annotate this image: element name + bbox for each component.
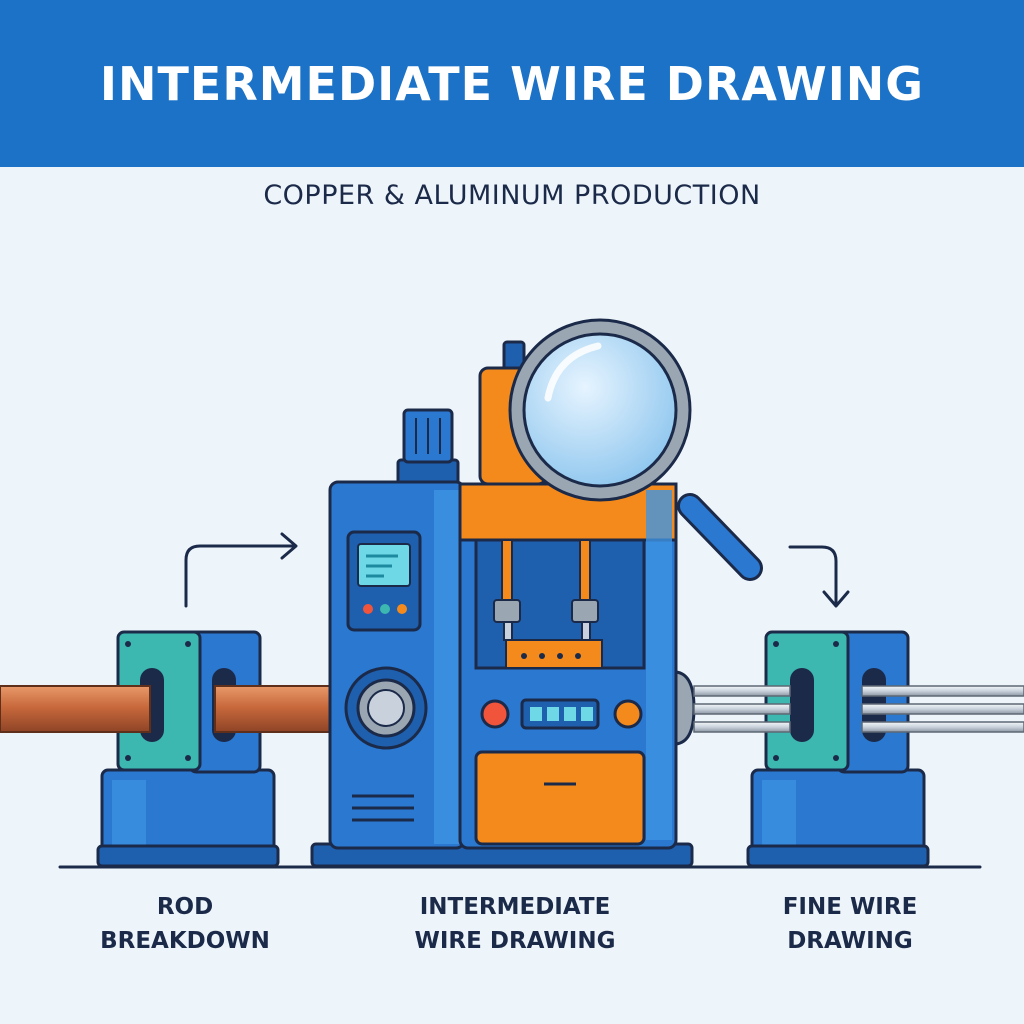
page-subtitle: COPPER & ALUMINUM PRODUCTION	[263, 180, 761, 211]
stage-label-line: INTERMEDIATE	[419, 894, 611, 920]
aluminum-wires	[693, 685, 1024, 733]
stage-label-intermediate: INTERMEDIATE WIRE DRAWING	[385, 890, 645, 958]
stage-label-line: FINE WIRE	[782, 894, 918, 920]
stage-label-rod-breakdown: ROD BREAKDOWN	[70, 890, 300, 958]
control-panel-icon	[346, 530, 422, 632]
magnifying-glass-icon	[508, 318, 763, 581]
stage-label-line: WIRE DRAWING	[414, 928, 616, 954]
stage-label-line: BREAKDOWN	[100, 928, 270, 954]
arrow-right-icon	[184, 532, 298, 608]
arrow-down-icon	[788, 545, 850, 608]
title-banner: INTERMEDIATE WIRE DRAWING	[0, 0, 1024, 167]
rod-breakdown-die	[96, 630, 280, 868]
page-title: INTERMEDIATE WIRE DRAWING	[99, 56, 925, 111]
stage-label-line: DRAWING	[787, 928, 913, 954]
fine-wire-die	[746, 630, 930, 868]
stage-label-line: ROD	[156, 894, 214, 920]
stage-label-fine-wire: FINE WIRE DRAWING	[740, 890, 960, 958]
